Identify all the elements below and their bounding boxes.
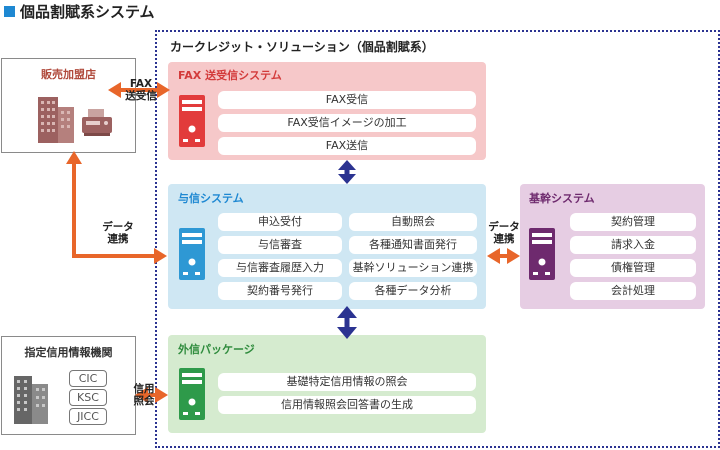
external-package-title: 外信パッケージ (178, 343, 255, 356)
dealer-credit-arrow (66, 151, 167, 264)
credit-system-title: 与信システム (178, 192, 244, 205)
core-system-title: 基幹システム (529, 192, 595, 205)
fax-function-item: FAX送信 (218, 137, 476, 155)
fax-function-item: FAX受信 (218, 91, 476, 109)
external-function-item: 基礎特定信用情報の照会 (218, 373, 476, 391)
credit-bureau-title: 指定信用情報機関 (24, 346, 113, 359)
data-arrow-label-left: データ 連携 (96, 221, 140, 245)
credit-bureau-box: 指定信用情報機関 CIC KSC JICC (1, 336, 136, 435)
external-function-item: 信用情報照会回答書の生成 (218, 396, 476, 414)
building-icon (38, 97, 74, 143)
bureau-building-icon (14, 376, 48, 424)
agency-tag-jicc: JICC (69, 408, 107, 425)
credit-inquiry-label-line1: 信用 (133, 383, 155, 395)
core-server-icon (529, 228, 555, 280)
credit-server-icon (179, 228, 205, 280)
data-arrow-label-right: データ 連携 (482, 221, 526, 245)
container-title: カークレジット・ソリューション（個品割賦系） (170, 40, 434, 54)
agency-tag-cic: CIC (69, 370, 107, 387)
dealer-title: 販売加盟店 (41, 68, 96, 81)
fax-arrow-label: FAX 送受信 (119, 78, 163, 102)
credit-function-item: 各種通知書面発行 (349, 236, 477, 254)
core-system-panel: 基幹システム 契約管理 請求入金 債権管理 会計処理 (520, 184, 705, 309)
fax-system-panel: FAX 送受信システム FAX受信 FAX受信イメージの加工 FAX送信 (168, 62, 486, 160)
external-package-panel: 外信パッケージ 基礎特定信用情報の照会 信用情報照会回答書の生成 (168, 335, 486, 433)
credit-inquiry-label-line2: 照会 (133, 395, 155, 407)
page-title-group: 個品割賦系システム (4, 1, 155, 21)
agency-tag-ksc: KSC (69, 389, 107, 406)
core-function-item: 請求入金 (570, 236, 696, 254)
data-arrow-label-left-line1: データ (102, 221, 134, 233)
dealer-box: 販売加盟店 (1, 58, 136, 153)
page-title: 個品割賦系システム (20, 2, 155, 21)
credit-function-item: 与信審査 (218, 236, 342, 254)
credit-function-item: 各種データ分析 (349, 282, 477, 300)
title-square-icon (4, 5, 15, 17)
external-server-icon (179, 368, 205, 420)
data-arrow-label-left-line2: 連携 (107, 233, 129, 245)
credit-function-item: 契約番号発行 (218, 282, 342, 300)
credit-function-item: 与信審査履歴入力 (218, 259, 342, 277)
core-function-item: 契約管理 (570, 213, 696, 231)
credit-inquiry-label: 信用 照会 (124, 383, 164, 407)
fax-arrow-label-line2: 送受信 (125, 90, 157, 102)
core-function-item: 会計処理 (570, 282, 696, 300)
fax-system-title: FAX 送受信システム (178, 69, 282, 82)
core-function-item: 債権管理 (570, 259, 696, 277)
data-arrow-label-right-line2: 連携 (493, 233, 515, 245)
fax-arrow-label-line1: FAX (129, 78, 153, 90)
solution-container (155, 30, 720, 448)
fax-server-icon (179, 95, 205, 147)
data-arrow-label-right-line1: データ (488, 221, 520, 233)
fax-machine-icon (82, 109, 112, 136)
credit-system-panel: 与信システム 申込受付 自動照会 与信審査 各種通知書面発行 与信審査履歴入力 … (168, 184, 486, 309)
credit-function-item: 基幹ソリューション連携 (349, 259, 477, 277)
credit-function-item: 自動照会 (349, 213, 477, 231)
fax-function-item: FAX受信イメージの加工 (218, 114, 476, 132)
credit-function-item: 申込受付 (218, 213, 342, 231)
